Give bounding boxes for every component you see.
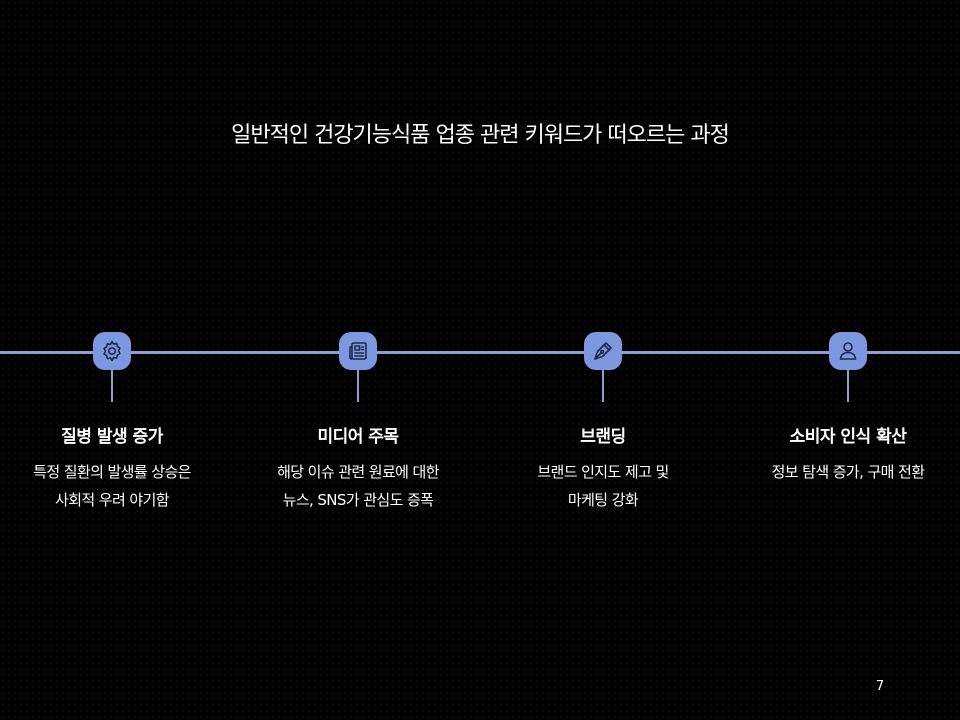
stage-description: 해당 이슈 관련 원료에 대한 뉴스, SNS가 관심도 증폭 — [248, 458, 468, 514]
newspaper-icon — [349, 342, 367, 360]
stage-description-line: 사회적 우려 야기함 — [55, 491, 170, 509]
stage-disease-increase: 질병 발생 증가 특정 질환의 발생률 상승은 사회적 우려 야기함 — [0, 0, 232, 720]
stage-description-line: 브랜드 인지도 제고 및 — [537, 463, 669, 481]
stage-description-line: 뉴스, SNS가 관심도 증폭 — [282, 491, 434, 509]
stage-node — [829, 332, 867, 370]
stage-node — [339, 332, 377, 370]
stage-consumer-awareness: 소비자 인식 확산 정보 탐색 증가, 구매 전환 — [728, 0, 960, 720]
page-number: 7 — [875, 679, 885, 694]
gear-icon — [103, 340, 121, 362]
stage-title: 브랜딩 — [580, 427, 626, 447]
stage-description: 특정 질환의 발생률 상승은 사회적 우려 야기함 — [2, 458, 222, 514]
stage-stem — [602, 370, 604, 402]
stage-description: 브랜드 인지도 제고 및 마케팅 강화 — [493, 458, 713, 514]
slide-title: 일반적인 건강기능식품 업종 관련 키워드가 떠오르는 과정 — [231, 123, 730, 148]
stage-node — [93, 332, 131, 370]
pen-nib-icon — [594, 342, 612, 360]
stage-title: 질병 발생 증가 — [61, 427, 163, 447]
user-icon — [839, 342, 857, 360]
timeline-line — [0, 351, 960, 354]
stage-stem — [357, 370, 359, 402]
stage-title: 미디어 주목 — [317, 427, 399, 447]
stage-description-line: 정보 탐색 증가, 구매 전환 — [771, 463, 925, 481]
stage-stem — [847, 370, 849, 402]
stage-media-attention: 미디어 주목 해당 이슈 관련 원료에 대한 뉴스, SNS가 관심도 증폭 — [238, 0, 478, 720]
stage-description-line: 해당 이슈 관련 원료에 대한 — [277, 463, 439, 481]
stage-stem — [111, 370, 113, 402]
stage-branding: 브랜딩 브랜드 인지도 제고 및 마케팅 강화 — [483, 0, 723, 720]
stage-description-line: 마케팅 강화 — [567, 491, 639, 509]
stage-description-line: 특정 질환의 발생률 상승은 — [33, 463, 191, 481]
stage-title: 소비자 인식 확산 — [789, 427, 907, 447]
stage-description: 정보 탐색 증가, 구매 전환 — [738, 458, 958, 486]
stage-node — [584, 332, 622, 370]
